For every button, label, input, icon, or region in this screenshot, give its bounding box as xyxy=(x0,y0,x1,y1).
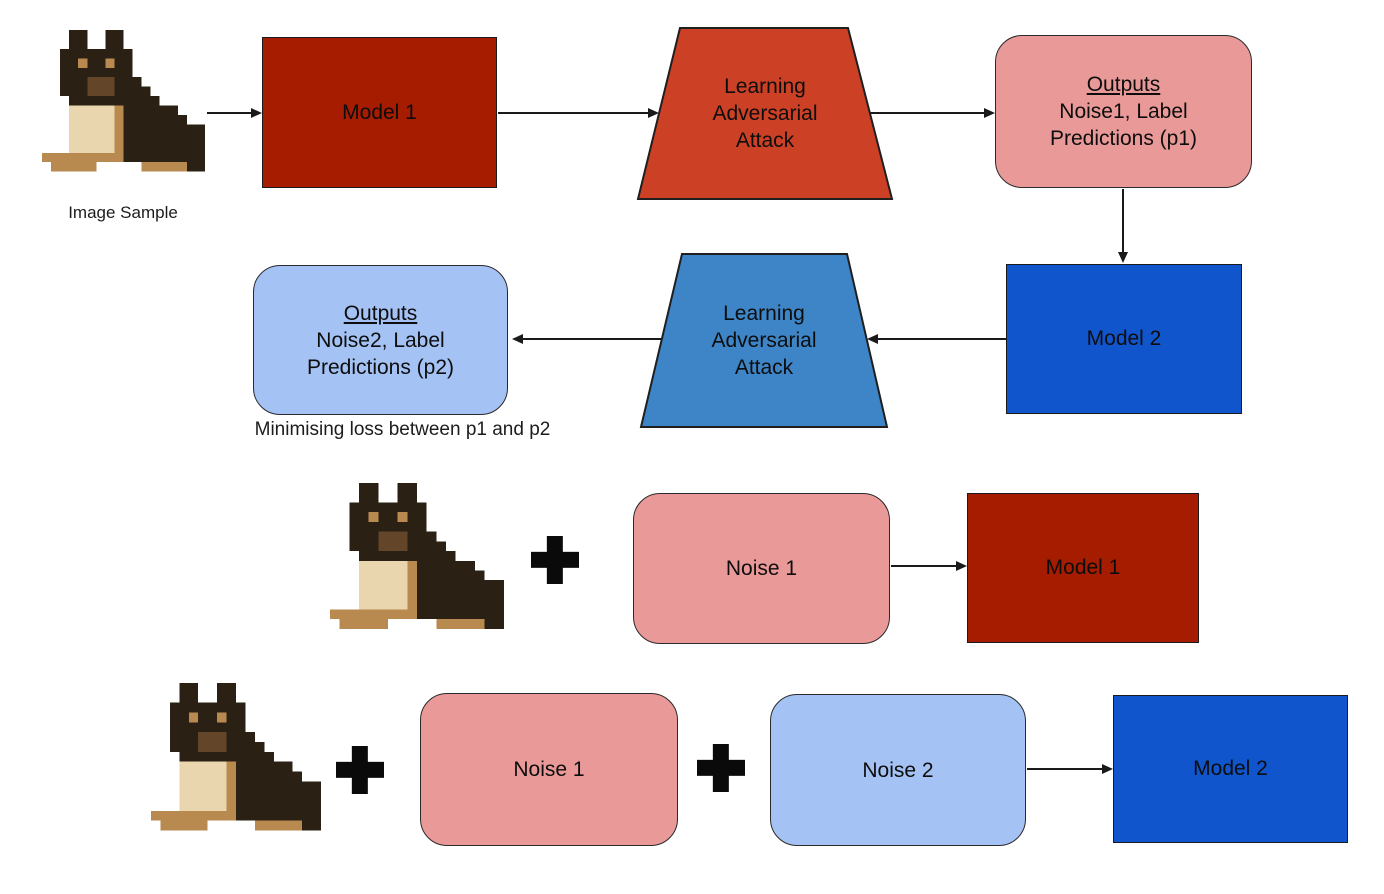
arrow-right-icon xyxy=(1027,764,1113,774)
attack2-label: Learning Adversarial Attack xyxy=(711,302,817,379)
outputs2-line1: Noise2, Label xyxy=(316,328,445,352)
image-sample-label: Image Sample xyxy=(68,203,178,222)
outputs1-heading: Outputs xyxy=(1086,73,1161,96)
model2-label: Model 2 xyxy=(1086,327,1162,350)
model1-box: Model 1 xyxy=(967,493,1199,643)
noise1-label: Noise 1 xyxy=(513,758,585,781)
model2-label: Model 2 xyxy=(1193,757,1268,780)
model2-box: Model 2 xyxy=(1113,695,1348,843)
noise1-box: Noise 1 xyxy=(420,693,678,846)
outputs2-line2: Predictions (p2) xyxy=(306,355,455,379)
outputs2-heading: Outputs xyxy=(343,301,418,325)
dog-image xyxy=(330,483,504,658)
model1-box: Model 1 xyxy=(262,37,497,188)
arrow-right-icon xyxy=(891,561,967,571)
noise2-box: Noise 2 xyxy=(770,694,1026,846)
arrow-left-icon xyxy=(867,334,1006,344)
dog-image xyxy=(151,683,321,860)
noise1-label: Noise 1 xyxy=(725,557,798,580)
outputs2-box: Outputs Noise2, Label Predictions (p2) xyxy=(253,265,508,415)
noise1-box: Noise 1 xyxy=(633,493,890,644)
outputs1-box: Outputs Noise1, Label Predictions (p1) xyxy=(995,35,1252,188)
arrow-right-icon xyxy=(207,108,262,118)
arrow-right-icon xyxy=(498,108,659,118)
plus-icon xyxy=(697,744,745,792)
loss-caption: Minimising loss between p1 and p2 xyxy=(254,419,551,440)
attack1-trapezoid: Learning Adversarial Attack xyxy=(636,27,894,200)
arrow-right-icon xyxy=(870,108,995,118)
attack1-label: Learning Adversarial Attack xyxy=(712,75,818,152)
arrow-down-icon xyxy=(1118,189,1128,263)
outputs1-line1: Noise1, Label xyxy=(1059,100,1188,123)
model1-label: Model 1 xyxy=(1045,556,1121,579)
model2-box: Model 2 xyxy=(1006,264,1242,414)
dog-image xyxy=(42,30,205,200)
attack2-trapezoid: Learning Adversarial Attack xyxy=(639,253,889,428)
outputs1-line2: Predictions (p1) xyxy=(1049,127,1198,150)
model1-label: Model 1 xyxy=(342,100,417,124)
arrow-left-icon xyxy=(512,334,661,344)
plus-icon xyxy=(531,536,579,584)
plus-icon xyxy=(336,746,384,794)
noise2-label: Noise 2 xyxy=(862,758,934,782)
